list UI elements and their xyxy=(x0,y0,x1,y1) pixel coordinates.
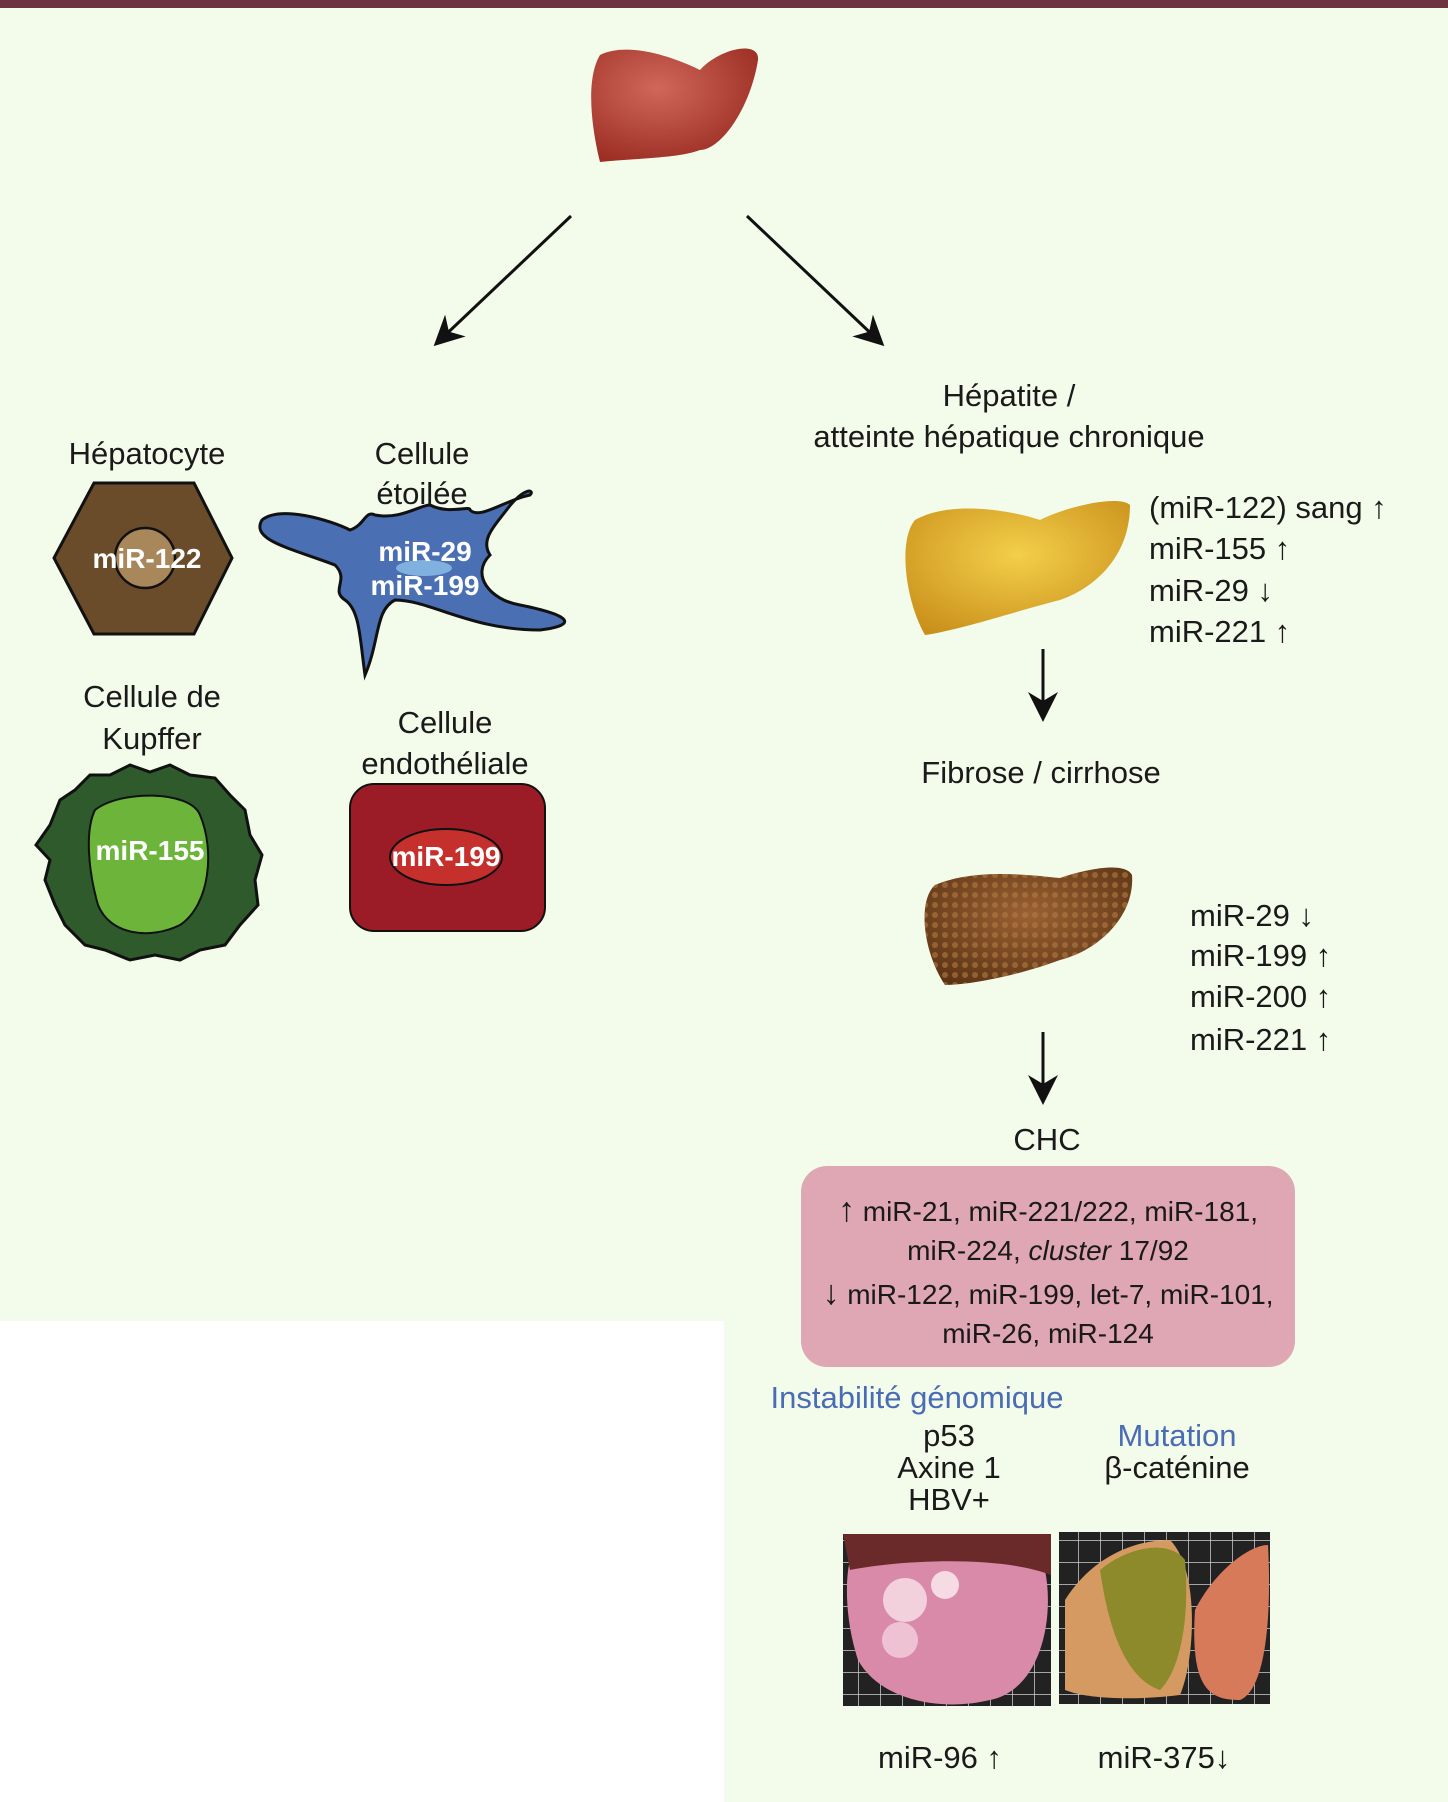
kupffer-mir: miR-155 xyxy=(95,835,205,866)
fibrosis-marker: miR-199 ↑ xyxy=(1190,938,1332,973)
up-arrow-icon: ↑ xyxy=(837,1191,855,1229)
genomic-instability-title: Instabilité génomique xyxy=(770,1380,1064,1415)
fibrosis-label: Fibrose / cirrhose xyxy=(921,755,1161,790)
stellate-label-2: étoilée xyxy=(376,476,468,511)
mutation-mir: miR-375↓ xyxy=(1097,1740,1231,1775)
stellate-nucleus xyxy=(396,560,452,576)
genomic-line: HBV+ xyxy=(908,1482,990,1517)
chc-up-text-1: miR-21, miR-221/222, miR-181, xyxy=(862,1196,1259,1227)
hepatitis-label-1: Hépatite / xyxy=(942,378,1076,413)
fibrosis-marker: miR-29 ↓ xyxy=(1190,898,1315,933)
chc-cluster-italic: cluster xyxy=(1028,1235,1111,1266)
background xyxy=(0,0,1448,1321)
chc-mirna-box: ↑ miR-21, miR-221/222, miR-181, miR-224,… xyxy=(801,1166,1295,1367)
hepatitis-marker: miR-221 ↑ xyxy=(1149,614,1291,649)
chc-up-text-2b: 17/92 xyxy=(1118,1235,1189,1266)
endothelial-nucleus xyxy=(389,828,503,886)
genomic-line: Axine 1 xyxy=(897,1450,1001,1485)
kupffer-label-1: Cellule de xyxy=(83,679,221,714)
hepatocyte-mir: miR-122 xyxy=(92,543,202,574)
fibrosis-marker: miR-221 ↑ xyxy=(1190,1022,1332,1057)
hepatitis-marker: miR-29 ↓ xyxy=(1149,573,1274,608)
arrow-to-cells xyxy=(433,214,573,347)
stellate-label-1: Cellule xyxy=(374,436,470,471)
genomic-line: p53 xyxy=(923,1418,975,1453)
stellate-mir-1: miR-29 xyxy=(378,536,472,567)
endothelial-label-1: Cellule xyxy=(397,705,493,740)
chc-down-line-1: ↓ miR-122, miR-199, let-7, miR-101, xyxy=(801,1276,1295,1312)
mutation-title: Mutation xyxy=(1117,1418,1237,1453)
hepatitis-liver xyxy=(905,500,1130,635)
hepatocyte-nucleus xyxy=(113,526,177,590)
down-arrow-icon: ↓ xyxy=(822,1274,840,1312)
arrow-to-hepatitis xyxy=(745,214,885,347)
hcc-photo-genomic xyxy=(843,1534,1051,1706)
endothelial-label-2: endothéliale xyxy=(361,746,529,781)
healthy-liver xyxy=(591,48,759,162)
hcc-photo-mutation xyxy=(1059,1532,1270,1704)
genomic-mir: miR-96 ↑ xyxy=(877,1740,1003,1775)
chc-up-line-1: ↑ miR-21, miR-221/222, miR-181, xyxy=(801,1193,1295,1229)
chc-down-line-2: miR-26, miR-124 xyxy=(942,1318,1154,1349)
hepatitis-marker: (miR-122) sang ↑ xyxy=(1149,490,1387,525)
kupffer-nucleus xyxy=(87,794,210,935)
mutation-line: β-caténine xyxy=(1104,1450,1250,1485)
chc-label: CHC xyxy=(1013,1122,1081,1157)
fibrosis-marker: miR-200 ↑ xyxy=(1190,979,1332,1014)
stellate-cell-shape xyxy=(258,489,566,681)
hepatitis-label-2: atteinte hépatique chronique xyxy=(813,419,1205,454)
chc-up-line-2: miR-224, cluster 17/92 xyxy=(801,1234,1295,1268)
chc-down-text-1: miR-122, miR-199, let-7, miR-101, xyxy=(847,1279,1274,1310)
top-bar xyxy=(0,0,1448,8)
stellate-mir-2: miR-199 xyxy=(370,570,480,601)
chc-up-text-2a: miR-224, xyxy=(907,1235,1021,1266)
hepatitis-marker: miR-155 ↑ xyxy=(1149,531,1291,566)
hepatocyte-label: Hépatocyte xyxy=(68,436,226,471)
endothelial-mir: miR-199 xyxy=(391,841,501,872)
kupffer-label-2: Kupffer xyxy=(102,721,202,756)
